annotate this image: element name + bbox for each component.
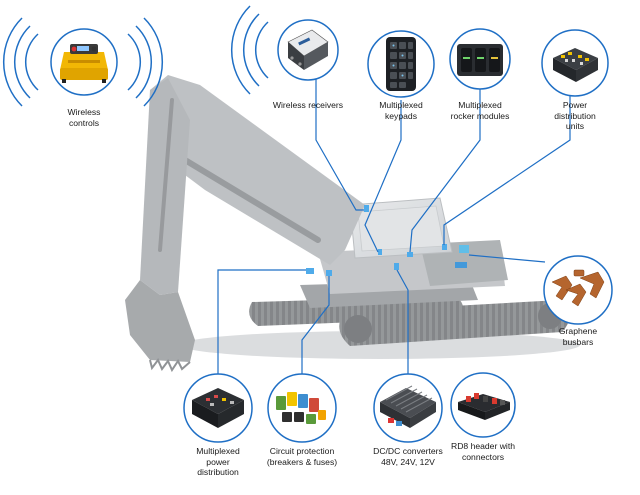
label-circuit-protection: Circuit protection (breakers & fuses) xyxy=(266,446,338,467)
leader-keypads xyxy=(364,100,402,253)
leader-rocker xyxy=(409,85,481,253)
label-rd8-header: RD8 header with connectors xyxy=(450,441,515,462)
wireless-receiver-signal xyxy=(231,5,269,95)
marker-circuit xyxy=(326,270,332,276)
label-multiplexed-keypads: Multiplexed keypads xyxy=(379,100,423,121)
front-track xyxy=(339,300,570,346)
label-multiplexed-rocker-modules: Multiplexed rocker modules xyxy=(450,100,510,121)
bucket-teeth xyxy=(149,358,191,373)
power-distribution-unit-icon xyxy=(553,48,598,82)
callout-power-distribution-units xyxy=(541,29,609,97)
callout-multiplexed-rocker-modules xyxy=(449,28,511,90)
label-wireless-controls: Wireless controls xyxy=(67,107,101,128)
wireless-signal-right xyxy=(127,17,163,107)
leader-dcdc xyxy=(396,269,409,380)
leader-pdu xyxy=(443,63,571,245)
excavator xyxy=(125,75,580,373)
marker-pdu xyxy=(442,244,447,250)
label-power-distribution-units: Power distribution units xyxy=(554,100,596,131)
marker-busbar xyxy=(459,245,469,253)
wireless-receiver-icon xyxy=(287,29,329,70)
marker-receiver xyxy=(364,205,369,212)
wireless-controller-icon xyxy=(60,44,108,83)
cab-window xyxy=(357,205,445,252)
label-wireless-receivers: Wireless receivers xyxy=(272,100,344,110)
leader-wireless-receivers xyxy=(315,78,364,211)
bucket xyxy=(125,280,195,362)
rocker-module-icon xyxy=(457,44,503,76)
keypad-icon xyxy=(386,37,416,91)
leader-circuit xyxy=(301,276,330,380)
marker-power-dist xyxy=(306,268,314,274)
marker-rocker xyxy=(407,252,413,257)
front-sprocket xyxy=(344,315,372,343)
leader-power-dist xyxy=(217,269,306,380)
dcdc-converter-icon xyxy=(380,385,436,428)
marker-busbar-2 xyxy=(455,262,467,268)
fuse-breaker-icon xyxy=(276,392,326,424)
callout-graphene-busbars xyxy=(543,255,613,325)
callout-wireless-receivers xyxy=(231,5,339,95)
label-multiplexed-power-distribution: Multiplexed power distribution xyxy=(196,446,240,477)
callout-rd8-header xyxy=(450,372,516,438)
callout-multiplexed-keypads xyxy=(367,30,435,98)
wireless-signal-left xyxy=(3,17,39,107)
label-graphene-busbars: Graphene busbars xyxy=(558,326,598,347)
boom-cylinder xyxy=(182,157,321,243)
marker-dcdc xyxy=(394,263,399,270)
busbar-icon xyxy=(551,269,605,307)
leader-busbars xyxy=(468,254,546,263)
callout-wireless-controls xyxy=(3,17,163,107)
arm-cylinder xyxy=(158,98,174,252)
callout-dcdc-converters xyxy=(373,373,443,443)
label-dcdc-converters: DC/DC converters 48V, 24V, 12V xyxy=(373,446,443,467)
callout-multiplexed-power-distribution xyxy=(183,373,253,443)
leader-lines xyxy=(217,63,571,380)
power-distribution-module-icon xyxy=(192,388,244,428)
marker-keypad xyxy=(378,249,382,255)
callout-circuit-protection xyxy=(267,373,337,443)
ground-shadow xyxy=(180,331,580,359)
boom xyxy=(150,75,365,265)
connector-header-icon xyxy=(458,393,510,420)
